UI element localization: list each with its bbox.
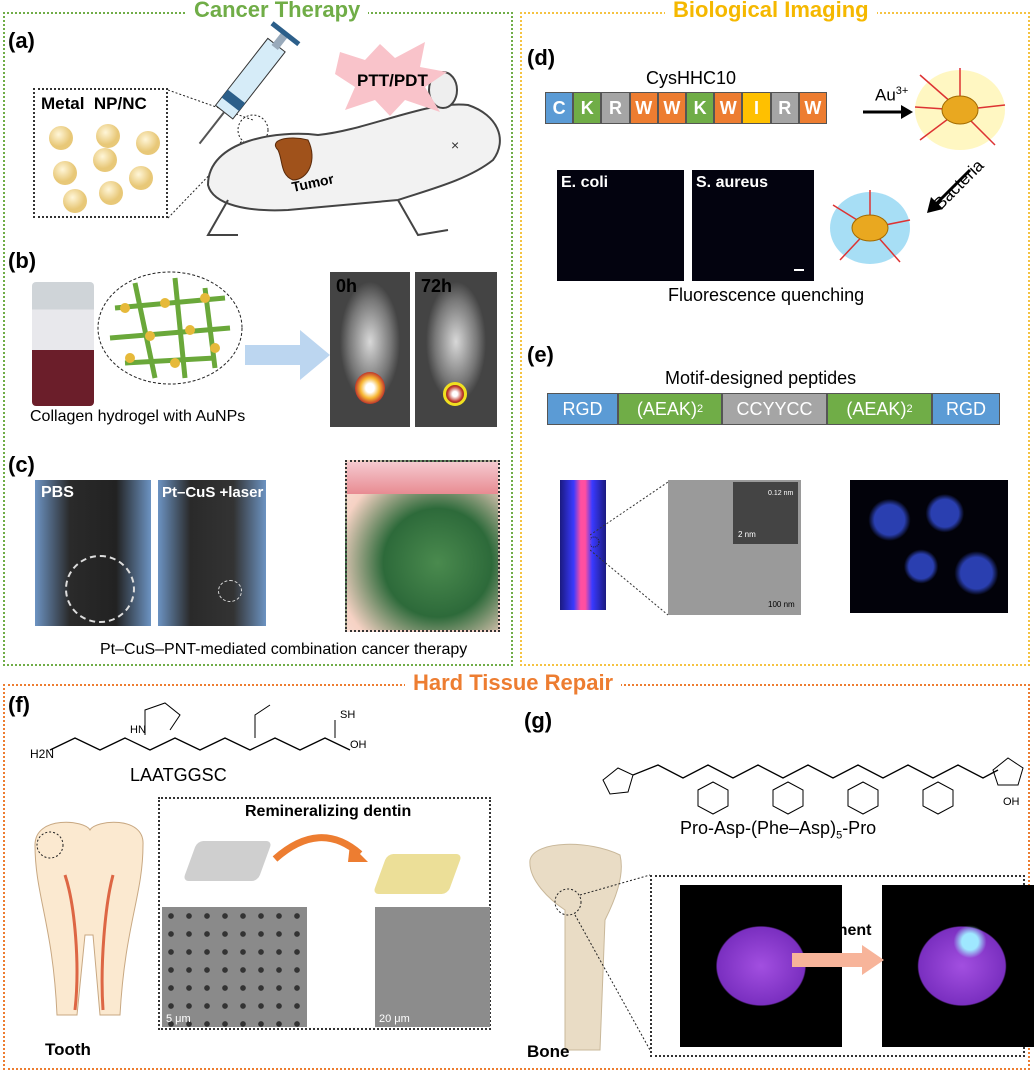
ptt-pdt-label: PTT/PDT xyxy=(357,71,428,90)
mouse-imaging-72h: 72h xyxy=(415,272,497,427)
residue-w: W xyxy=(629,92,658,124)
residue-i: I xyxy=(742,92,771,124)
curved-arrow-icon xyxy=(272,834,368,862)
arrow-right-icon xyxy=(863,105,913,119)
au3-label: Au3+ xyxy=(875,85,909,105)
panel-g-label: (g) xyxy=(524,708,553,733)
remineralized-block xyxy=(372,854,463,894)
segment-aeak: (AEAK)2 xyxy=(827,393,932,425)
panel-c-label: (c) xyxy=(8,452,35,477)
nanoparticle-box: Metal NP/NC xyxy=(33,88,168,218)
motif-peptides-title: Motif-designed peptides xyxy=(665,368,857,388)
residue-r: R xyxy=(770,92,799,124)
tem-image: 0.12 nm 2 nm 100 nm xyxy=(668,480,801,615)
svg-text:SH: SH xyxy=(340,709,355,721)
biological-imaging-title: Biological Imaging xyxy=(665,0,877,23)
arrow-down-left-icon xyxy=(927,168,972,213)
panel-e-label: (e) xyxy=(527,342,554,367)
e-coli-fluorescence-image: E. coli xyxy=(557,170,684,281)
gold-cluster-illustration xyxy=(914,68,1006,150)
collagen-network-illustration xyxy=(97,271,243,385)
panel-f-label: (f) xyxy=(8,692,30,717)
residue-c: C xyxy=(545,92,574,124)
pbs-mouse-photo: PBS xyxy=(35,480,151,626)
syringe-mouse-illustration: × Tumor xyxy=(168,21,501,237)
svg-text:H2N: H2N xyxy=(30,747,54,761)
nanoparticles xyxy=(49,124,160,213)
quenched-cluster-illustration xyxy=(830,190,911,264)
tumor-therapy-illustration xyxy=(345,460,500,632)
svg-text:×: × xyxy=(451,137,459,153)
tooth-label: Tooth xyxy=(45,1040,91,1059)
svg-text:HN: HN xyxy=(130,724,146,736)
tooth-illustration xyxy=(34,821,144,1016)
arrow-right-icon xyxy=(245,330,330,380)
panel-d-caption: Fluorescence quenching xyxy=(668,285,865,305)
remineralizing-dentin-box: Remineralizing dentin 5 μm 20 μm xyxy=(158,797,491,1030)
bone-illustration xyxy=(529,843,651,1051)
sem-image-before: 5 μm xyxy=(162,907,307,1027)
panel-a-label: (a) xyxy=(8,28,35,53)
residue-k: K xyxy=(686,92,715,124)
residue-w: W xyxy=(798,92,827,124)
hydrogel-vial-photo xyxy=(32,282,94,406)
np-label: Metal NP/NC xyxy=(41,94,147,113)
bone-treatment-box: Treatment xyxy=(650,875,1034,1057)
panel-c-caption: Pt–CuS–PNT-mediated combination cancer t… xyxy=(100,641,468,658)
demineralized-block xyxy=(182,841,273,881)
mouse-imaging-0h: 0h xyxy=(330,272,410,427)
pro-asp-phe-asp-label: Pro-Asp-(Phe–Asp)5-Pro xyxy=(680,818,877,842)
cell-confocal-image xyxy=(850,480,1008,613)
segment-aeak: (AEAK)2 xyxy=(618,393,722,425)
ptt-pdt-starburst: PTT/PDT xyxy=(335,42,447,116)
hard-tissue-title: Hard Tissue Repair xyxy=(405,670,622,696)
residue-k: K xyxy=(573,92,602,124)
residue-r: R xyxy=(601,92,630,124)
residue-w: W xyxy=(714,92,743,124)
treatment-label: Treatment xyxy=(795,922,872,939)
residue-w: W xyxy=(657,92,686,124)
panel-b-label: (b) xyxy=(8,248,37,273)
bone-label: Bone xyxy=(527,1042,570,1061)
bone-scan-after xyxy=(882,885,1034,1047)
syringe-icon xyxy=(198,21,301,145)
pro-asp-phe-asp-structure: OH xyxy=(602,757,1024,815)
segment-ccyycc: CCYYCC xyxy=(722,393,827,425)
sem-image-after: 20 μm xyxy=(375,907,490,1027)
svg-text:OH: OH xyxy=(1003,796,1020,808)
segment-rgd: RGD xyxy=(547,393,618,425)
panel-d-label: (d) xyxy=(527,45,556,70)
panel-b-caption: Collagen hydrogel with AuNPs xyxy=(30,408,246,425)
pt-cus-laser-mouse-photo: Pt–CuS +laser xyxy=(158,480,266,626)
laatggsc-label: LAATGGSC xyxy=(130,765,227,785)
cyshhc10-title: CysHHC10 xyxy=(646,68,737,88)
segment-rgd: RGD xyxy=(932,393,1000,425)
svg-text:OH: OH xyxy=(350,739,367,751)
laatggsc-structure: H2N HN SH OH xyxy=(30,702,367,761)
treatment-arrow-icon xyxy=(792,945,884,975)
s-aureus-fluorescence-image: S. aureus xyxy=(692,170,814,281)
cancer-therapy-title: Cancer Therapy xyxy=(186,0,369,23)
zoom-lines xyxy=(590,481,669,616)
